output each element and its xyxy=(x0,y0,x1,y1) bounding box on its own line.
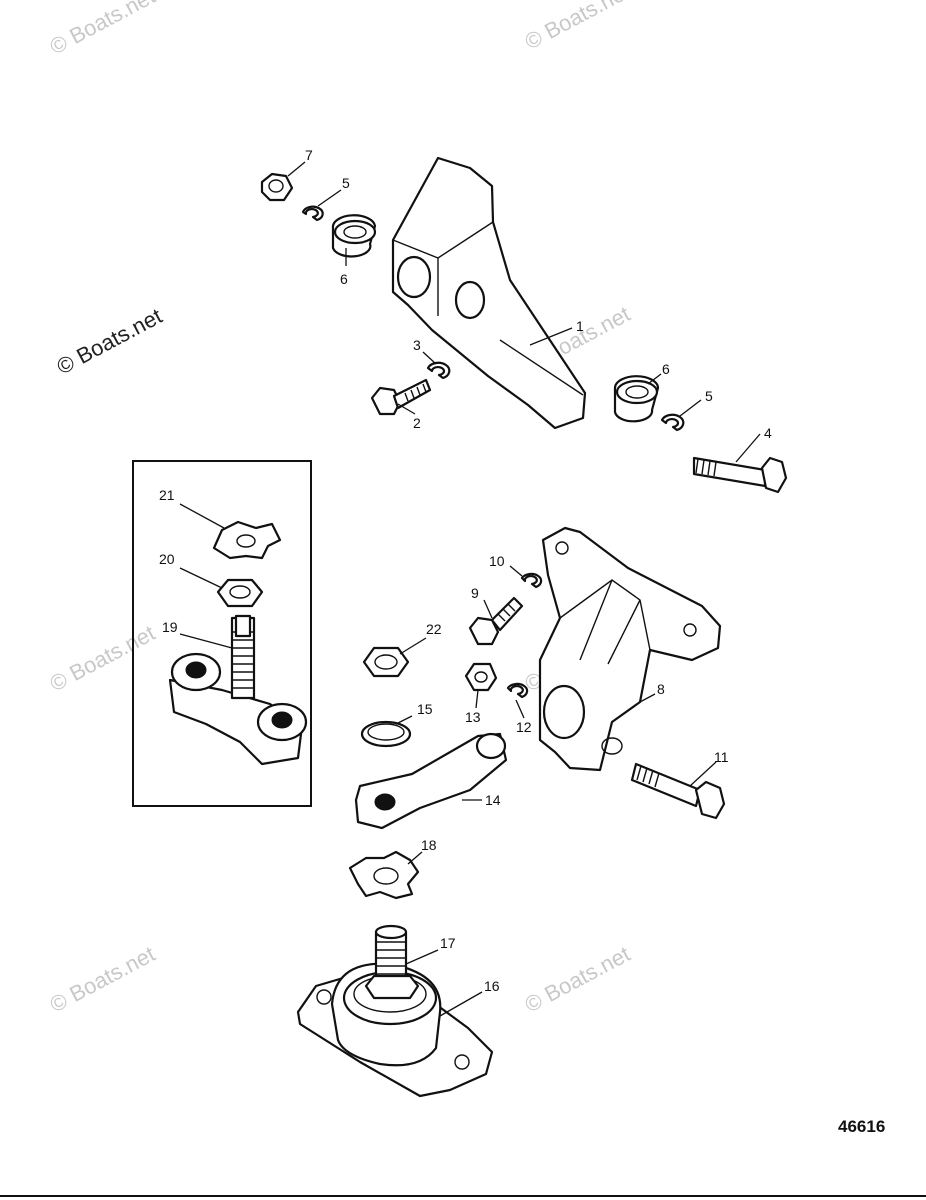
part-19-link-assembly xyxy=(168,614,308,766)
watermark-mid-left: © Boats.net xyxy=(53,303,167,379)
diagram-id: 46616 xyxy=(838,1117,885,1136)
callout-5-right: 5 xyxy=(705,388,713,404)
watermark-top-left: © Boats.net xyxy=(46,0,160,59)
callout-1: 1 xyxy=(576,318,584,334)
part-4-long-bolt xyxy=(692,456,788,494)
part-21-tab-washer xyxy=(212,520,282,560)
callout-5-top: 5 xyxy=(342,175,350,191)
callout-3: 3 xyxy=(413,337,421,353)
callout-12: 12 xyxy=(516,719,532,735)
callout-17: 17 xyxy=(440,935,456,951)
part-10-lock-washer xyxy=(520,572,543,589)
part-1-engine-bracket xyxy=(391,156,587,430)
callout-8: 8 xyxy=(657,681,665,697)
part-3-lock-washer xyxy=(426,361,451,380)
callout-19: 19 xyxy=(162,619,178,635)
inset-box xyxy=(132,460,312,807)
part-5-lock-washer-right xyxy=(660,413,685,432)
leader-lines xyxy=(179,161,761,1017)
callout-13: 13 xyxy=(465,709,481,725)
part-17-stud xyxy=(364,924,420,1000)
callout-20: 20 xyxy=(159,551,175,567)
callout-6-right: 6 xyxy=(662,361,670,377)
callout-15: 15 xyxy=(417,701,433,717)
watermark-bottom-right: © Boats.net xyxy=(521,941,635,1017)
part-12-lock-washer xyxy=(506,682,529,699)
callout-14: 14 xyxy=(485,792,501,808)
callout-18: 18 xyxy=(421,837,437,853)
part-5-lock-washer-top xyxy=(301,205,324,222)
part-13-nut xyxy=(464,662,498,692)
part-11-bolt xyxy=(630,762,726,820)
part-6-sleeve-top xyxy=(331,214,377,258)
part-22-nut xyxy=(362,646,410,678)
callout-7: 7 xyxy=(305,147,313,163)
callout-6-top: 6 xyxy=(340,271,348,287)
callout-21: 21 xyxy=(159,487,175,503)
watermark-bottom-left: © Boats.net xyxy=(46,941,160,1017)
callout-10: 10 xyxy=(489,553,505,569)
part-18-tab-washer xyxy=(348,850,420,900)
part-8-transom-bracket xyxy=(538,526,722,772)
callout-numbers: 7 5 6 1 3 2 6 5 4 21 20 19 10 9 22 13 12… xyxy=(159,147,772,994)
part-6-sleeve-right xyxy=(613,375,660,423)
part-20-nut xyxy=(216,578,264,608)
callout-4: 4 xyxy=(764,425,772,441)
callout-2: 2 xyxy=(413,415,421,431)
part-15-split-washer xyxy=(360,720,412,748)
callout-16: 16 xyxy=(484,978,500,994)
part-7-nut xyxy=(260,172,294,202)
part-2-bolt xyxy=(370,378,432,416)
watermark-left-lower: © Boats.net xyxy=(46,620,160,696)
callout-22: 22 xyxy=(426,621,442,637)
callout-11: 11 xyxy=(714,749,729,765)
part-9-bolt xyxy=(468,596,524,646)
callout-9: 9 xyxy=(471,585,479,601)
part-14-trunnion xyxy=(354,732,508,830)
watermark-top-right: © Boats.net xyxy=(521,0,635,54)
